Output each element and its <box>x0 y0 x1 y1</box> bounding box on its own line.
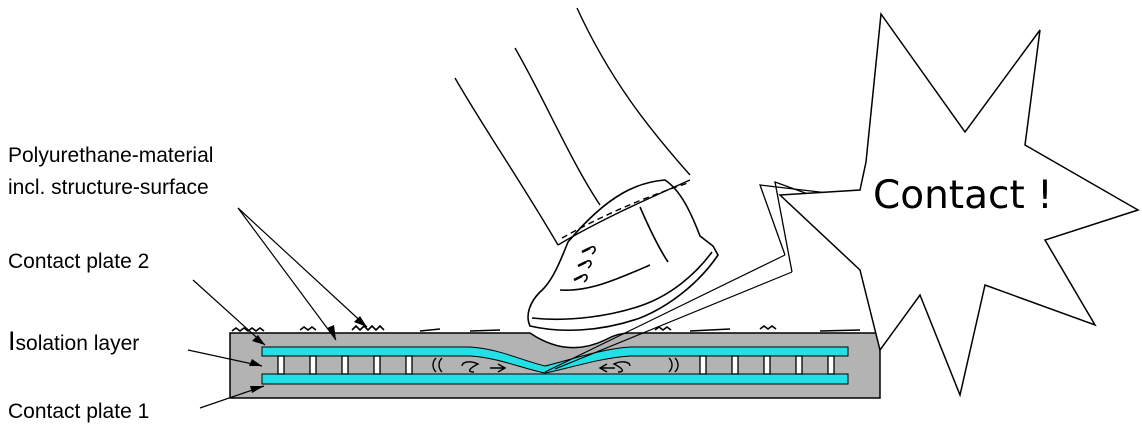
isolation-spacers-right <box>699 355 835 375</box>
trouser-leg <box>454 7 691 246</box>
shoe-icon <box>527 179 719 332</box>
label-isolation-layer-rest: solation layer <box>16 332 140 355</box>
label-contact-exclamation: Contact ! <box>873 173 1053 218</box>
polyurethane-leader-a <box>237 207 368 328</box>
burst-icon <box>778 11 1140 398</box>
contact-plate-2 <box>261 346 849 374</box>
label-polyurethane-line2: incl. structure-surface <box>8 176 209 199</box>
isolation-spacers-compressed <box>432 357 679 373</box>
label-contact-plate-1: Contact plate 1 <box>8 400 149 423</box>
isolation-spacers-left <box>277 355 413 375</box>
label-isolation-layer-initial: I <box>8 326 16 356</box>
contact-plate-1 <box>261 373 849 385</box>
leader-lines <box>187 207 368 409</box>
label-polyurethane-line1: Polyurethane-material <box>8 144 213 167</box>
contact-plate-2-leader <box>192 279 266 346</box>
label-contact-plate-2: Contact plate 2 <box>8 250 149 273</box>
label-isolation-layer: Isolation layer <box>8 326 139 356</box>
structure-surface <box>231 324 861 332</box>
contact-pointer-lines <box>544 254 793 373</box>
polyurethane-leader-b <box>237 207 337 341</box>
leader-arrowheads <box>249 316 367 393</box>
isolation-layer-leader <box>187 349 263 367</box>
